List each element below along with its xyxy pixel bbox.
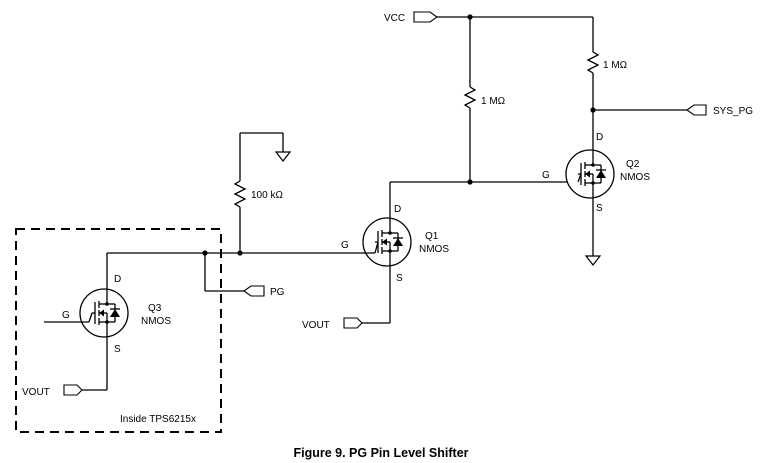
ic-boundary-box	[15, 228, 222, 433]
q1-name: Q1	[425, 231, 439, 242]
r-q2-value: 1 MΩ	[603, 60, 628, 71]
sys-pg-label: SYS_PG	[713, 106, 753, 117]
q2-source-label: S	[596, 203, 603, 214]
transistor-q3	[79, 288, 129, 338]
transistor-q2	[565, 149, 615, 199]
transistor-q1	[362, 217, 412, 267]
q2-type: NMOS	[620, 172, 650, 183]
q2-gate-label: G	[542, 170, 550, 181]
pg-port	[243, 285, 265, 297]
vout-q3-label: VOUT	[22, 387, 50, 398]
vout-q1-port	[343, 317, 363, 329]
vout-q3-port	[63, 384, 83, 396]
sys-pg-port	[686, 104, 707, 116]
vcc-label: VCC	[384, 13, 405, 24]
ground-q2	[585, 255, 601, 266]
q1-gate-label: G	[341, 240, 349, 251]
pg-label: PG	[270, 287, 285, 298]
r-pg-value: 100 kΩ	[251, 190, 283, 201]
q1-type: NMOS	[419, 244, 449, 255]
q2-name: Q2	[626, 159, 640, 170]
resistor-r-q2	[586, 51, 600, 74]
resistor-r-q1	[463, 86, 477, 109]
q3-gate-label: G	[62, 310, 70, 321]
ic-boundary-label: Inside TPS6215x	[120, 414, 196, 425]
q2-drain-label: D	[596, 132, 603, 143]
resistor-r-pg	[233, 180, 247, 208]
r-q1-value: 1 MΩ	[481, 96, 506, 107]
q3-source-label: S	[114, 344, 121, 355]
q1-drain-label: D	[394, 204, 401, 215]
vcc-port	[413, 11, 438, 23]
ground-pg	[275, 151, 291, 162]
q3-drain-label: D	[114, 274, 121, 285]
figure-caption: Figure 9. PG Pin Level Shifter	[293, 446, 468, 460]
q3-type: NMOS	[141, 316, 171, 327]
vout-q1-label: VOUT	[302, 320, 330, 331]
q1-source-label: S	[396, 273, 403, 284]
q3-name: Q3	[148, 303, 162, 314]
